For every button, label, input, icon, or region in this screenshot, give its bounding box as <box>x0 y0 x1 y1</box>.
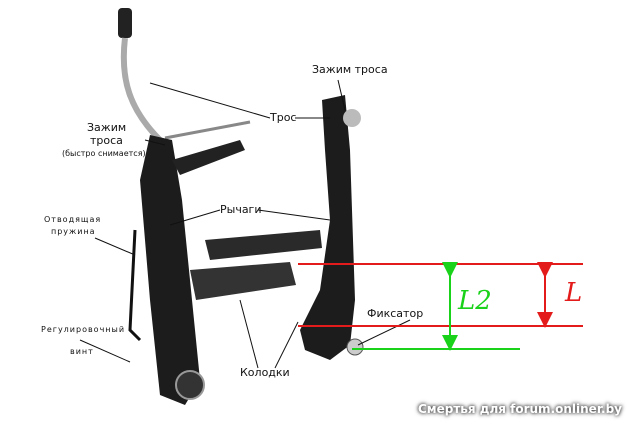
return-spring <box>128 229 142 342</box>
label-spring-2: пружина <box>51 227 96 236</box>
leader-lines <box>79 79 411 369</box>
label-cable-clamp: Зажим троса <box>312 63 388 76</box>
right-arm <box>300 95 355 360</box>
noodle-end <box>118 8 132 38</box>
label-pads: Колодки <box>240 366 290 379</box>
label-cable: Трос <box>270 111 297 124</box>
dimension-l2: L2 <box>458 286 492 316</box>
dimension-l: L <box>565 278 583 308</box>
cable <box>164 120 251 140</box>
right-pad <box>205 230 322 260</box>
left-arm <box>140 135 200 405</box>
label-levers: Рычаги <box>220 203 262 216</box>
label-screw-2: винт <box>70 347 94 356</box>
watermark: Смертья для forum.onliner.by <box>418 402 622 416</box>
label-quick-clamp-note: (быстро снимается) <box>62 149 146 158</box>
label-screw-1: Регулировочный <box>41 325 126 334</box>
label-quick-clamp-1: Зажим <box>87 121 127 134</box>
label-fixer: Фиксатор <box>367 307 424 320</box>
label-quick-clamp-2: троса <box>90 134 123 147</box>
left-pad <box>190 262 296 300</box>
label-spring-1: Отводящая <box>44 215 102 224</box>
cable-noodle <box>120 37 163 143</box>
